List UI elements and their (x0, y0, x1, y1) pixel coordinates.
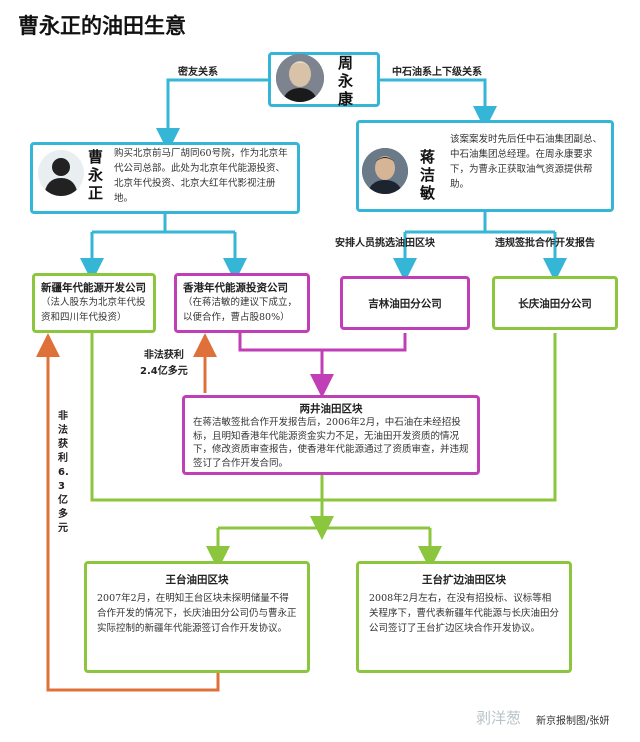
wangtai-block-name: 王台油田区块 (165, 574, 229, 586)
jiang-name: 蒋洁敏 (420, 148, 436, 202)
wangtai-block-box: 王台油田区块 2007年2月，在明知王台区块未探明储量不得合作开发的情况下，长庆… (84, 561, 310, 673)
liangjing-block-desc: 在蒋洁敏签批合作开发报告后，2006年2月，中石油在未经招投标，且明知香港年代能… (193, 417, 469, 469)
jiang-desc: 该案案发时先后任中石油集团副总、中石油集团总经理。在周永康要求下，为曹永正获取油… (450, 134, 603, 190)
profit-label-6-3: 非法获利6.3亿多元 (58, 411, 69, 534)
jilin-company-name: 吉林油田分公司 (368, 297, 442, 310)
zhou-name: 周永康 (338, 54, 354, 108)
relation-friend: 密友关系 (178, 67, 218, 78)
liangjing-block-box: 两井油田区块 在蒋洁敏签批合作开发报告后，2006年2月，中石油在未经招投标，且… (182, 395, 480, 475)
zhou-photo (276, 54, 324, 102)
page-title: 曹永正的油田生意 (18, 14, 186, 38)
hongkong-company-name: 香港年代能源投资公司 (183, 282, 288, 294)
changqing-company-name: 长庆油田分公司 (518, 297, 592, 310)
wangtai-block-desc: 2007年2月，在明知王台区块未探明储量不得合作开发的情况下，长庆油田分公司仍与… (97, 593, 297, 634)
credit-text: 新京报制图/张妍 (536, 716, 610, 727)
hongkong-company-note: （在蒋洁敏的建议下成立，以便合作，曹占股80%） (183, 297, 298, 323)
xinjiang-company-name: 新疆年代能源开发公司 (41, 282, 146, 294)
relation-superior: 中石油系上下级关系 (392, 67, 482, 78)
relation-approve: 违规签批合作开发报告 (495, 238, 595, 249)
wangtai-ext-block-box: 王台扩边油田区块 2008年2月左右，在没有招投标、议标等相关程序下，曹代表新疆… (356, 561, 572, 673)
relation-arrange: 安排人员挑选油田区块 (335, 238, 435, 249)
cao-avatar (38, 150, 84, 196)
wangtai-ext-block-name: 王台扩边油田区块 (422, 574, 506, 586)
cao-desc: 购买北京前马厂胡同60号院，作为北京年代公司总部。此处为北京年代能源投资、北京年… (114, 148, 288, 204)
watermark-text: 剥洋葱 (476, 709, 522, 727)
jilin-company-box: 吉林油田分公司 (340, 276, 470, 330)
jiang-photo (362, 148, 408, 194)
wangtai-ext-block-desc: 2008年2月左右，在没有招投标、议标等相关程序下，曹代表新疆年代能源与长庆油田… (369, 593, 560, 634)
profit-label-2-4: 非法获利 2.4亿多元 (140, 350, 188, 377)
liangjing-block-name: 两井油田区块 (299, 403, 363, 415)
changqing-company-box: 长庆油田分公司 (492, 276, 618, 330)
xinjiang-company-note: （法人股东为北京年代投资和四川年代投资） (41, 297, 146, 323)
cao-name: 曹永正 (88, 148, 104, 202)
hongkong-company-box: 香港年代能源投资公司 （在蒋洁敏的建议下成立，以便合作，曹占股80%） (174, 273, 310, 333)
xinjiang-company-box: 新疆年代能源开发公司 （法人股东为北京年代投资和四川年代投资） (32, 273, 156, 333)
